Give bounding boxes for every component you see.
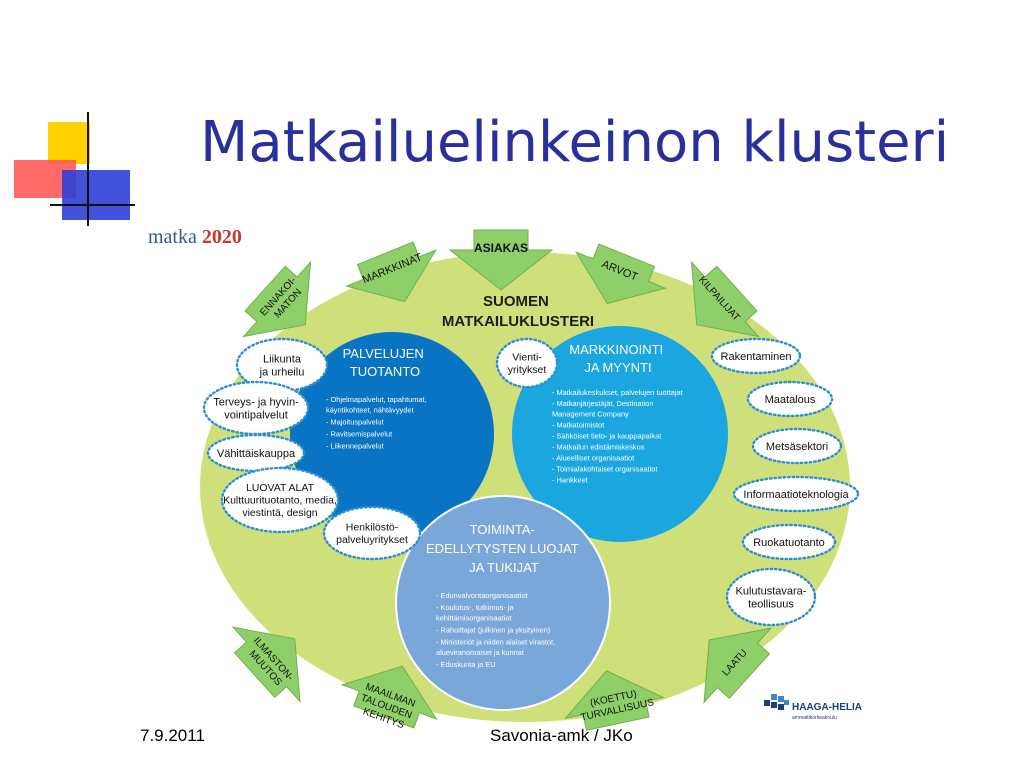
bubble-label-line: Kulttuurituotanto, media, [223, 495, 337, 507]
bubble-label-line: teollisuus [748, 598, 794, 610]
circle-item-lists: - Ohjelmapalvelut, tapahtumat, käyntikoh… [326, 388, 683, 669]
brand-name: matka [148, 226, 197, 248]
bubble-label-line: LUOVAT ALAT [246, 482, 315, 494]
circle-item-line: - Matkailukeskukset, palvelujen tuottaja… [552, 388, 683, 397]
circle-item-line: - Koulutus-, tutkimus- ja [436, 603, 515, 612]
arrow-arvot [575, 243, 667, 305]
arrow-label-asiakas: ASIAKAS [474, 241, 528, 255]
bubble-ruokatuotanto: Ruokatuotanto [741, 523, 837, 561]
circle-item-line: - Ohjelmapalvelut, tapahtumat, [326, 395, 427, 404]
arrows [231, 229, 773, 731]
arrow-ennakoimaton [242, 260, 312, 338]
bubble-terveys: Terveys- ja hyvin-vointipalvelut [202, 380, 310, 436]
bubble-label-line: Maatalous [765, 394, 816, 406]
bubble-label-line: viestintä, design [242, 507, 317, 519]
bubble-outline [495, 337, 559, 389]
arrow-ilmastonmuutos [231, 626, 301, 703]
bubble-outline [220, 466, 340, 534]
circle-title-markkinointi: MARKKINOINTI JA MYYNTI [569, 342, 667, 375]
slide-title: Matkailuelinkeinon klusteri [200, 110, 950, 175]
circle-item-line: - Hankkeet [552, 476, 588, 485]
logo-subtitle: ammattikorkeakoulu [792, 715, 837, 721]
bubble-outline [725, 567, 817, 627]
circle-item-line: - Majoituspalvelut [326, 418, 384, 427]
bubble-vahittaiskauppa: Vähittäiskauppa [206, 433, 306, 473]
bubble-informaatioteknologia: Informaatioteknologia [732, 475, 860, 513]
circle-item-line: - Toimialakohtaiset organisaatiot [552, 465, 657, 474]
bubble-label-line: Informaatioteknologia [743, 489, 849, 501]
circle-item-line: - Eduskunta ja EU [436, 660, 496, 669]
bubble-label-line: ja urheilu [259, 366, 305, 378]
circle-title-palvelujen-tuotanto: PALVELUJEN TUOTANTO [343, 346, 428, 379]
arrow-laatu [703, 627, 773, 704]
circle-item-line: - Edunvalvontaorganisaatiot [436, 591, 528, 600]
bubble-label-line: Liikunta [263, 353, 302, 365]
circle-palvelujen-tuotanto [290, 332, 494, 536]
haaga-helia-mark-icon [764, 694, 789, 710]
center-title-line: MATKAILUKLUSTERI [442, 313, 594, 330]
bubble-label-line: Ruokatuotanto [753, 537, 825, 549]
arrow-markkinat [345, 241, 437, 303]
brand-year: 2020 [201, 226, 242, 248]
arrow-turvallisuus [564, 670, 665, 731]
bubble-outline [322, 505, 422, 561]
arrow-talous [340, 665, 438, 729]
yellow-square [48, 122, 90, 164]
bubble-outline [746, 380, 834, 418]
logo-name: HAAGA-HELIA [792, 702, 862, 713]
bubble-label-line: Vähittäiskauppa [217, 448, 296, 460]
bubble-label-line: Rakentaminen [721, 351, 792, 363]
matka2020-logo: matka 2020 [148, 226, 242, 249]
bubble-henkilosto: Henkilöstö-palveluyritykset [322, 505, 422, 561]
bubble-outline [710, 337, 802, 375]
blue-square [62, 170, 130, 220]
corner-decoration [14, 112, 135, 226]
circle-item-line: kehittämisorganisaatiot [436, 614, 512, 623]
bubble-outline [741, 523, 837, 561]
circle-item-line: - Rahoittajat (julkinen ja yksityinen) [436, 626, 550, 635]
bubble-label-line: vointipalvelut [224, 409, 288, 421]
center-title: SUOMEN MATKAILUKLUSTERI [442, 293, 594, 330]
circle-toimintaedellytykset [395, 495, 611, 711]
bubble-rakentaminen: Rakentaminen [710, 337, 802, 375]
bubble-label-line: Terveys- ja hyvin- [213, 396, 299, 408]
circle-item-line: - Matkanjärjestäjät, Destination [552, 399, 653, 408]
bubble-kulutustavarateollisuus: Kulutustavara-teollisuus [725, 567, 817, 627]
bubble-label-line: Vienti- [512, 351, 542, 363]
circle-markkinointi [512, 326, 728, 542]
circle-item-line: - Matkatoimistot [552, 421, 604, 430]
circle-item-line: - Alueelliset organisaatiot [552, 454, 634, 463]
bubble-label-line: Henkilöstö- [346, 521, 399, 533]
bubble-metsasektori: Metsäsektori [751, 427, 843, 465]
circle-item-line: alueviranomaiset ja kunnat [436, 648, 524, 657]
circle-item-line: - Ravitsemispalvelut [326, 430, 392, 439]
bubble-label-line: palveluyritykset [336, 534, 408, 546]
circle-item-line: - Sähköiset tieto- ja kauppapaikat [552, 432, 661, 441]
bubble-outline [751, 427, 843, 465]
bubble-label-line: Kulutustavara- [736, 585, 807, 597]
footer-date: 7.9.2011 [140, 726, 205, 745]
circle-item-line: - Ministeriöt ja niiden alaiset virastot… [436, 638, 555, 647]
bubble-label-line: Metsäsektori [766, 441, 828, 453]
circle-title-toiminta: TOIMINTA- EDELLYTYSTEN LUOJAT JA TUKIJAT [426, 522, 582, 575]
circle-item-line: Management Company [552, 410, 629, 419]
bubble-maatalous: Maatalous [746, 380, 834, 418]
haaga-helia-logo: HAAGA-HELIA ammattikorkeakoulu [764, 692, 862, 721]
footer-presenter: Savonia-amk / JKo [490, 726, 633, 745]
arrow-asiakas [448, 229, 554, 291]
bubble-vientiyritykset: Vienti-yritykset [495, 337, 559, 389]
arrow-kilpailijat [690, 260, 760, 338]
circle-item-line: - Liikennepalvelut [326, 442, 384, 451]
bubble-label-line: yritykset [508, 364, 547, 376]
circle-item-line: käyntikohteet, nähtävyydet [326, 406, 414, 415]
center-title-line: SUOMEN [483, 293, 549, 310]
bubble-outline [732, 475, 860, 513]
circle-item-line: - Matkailun edistämiskeskus [552, 443, 645, 452]
